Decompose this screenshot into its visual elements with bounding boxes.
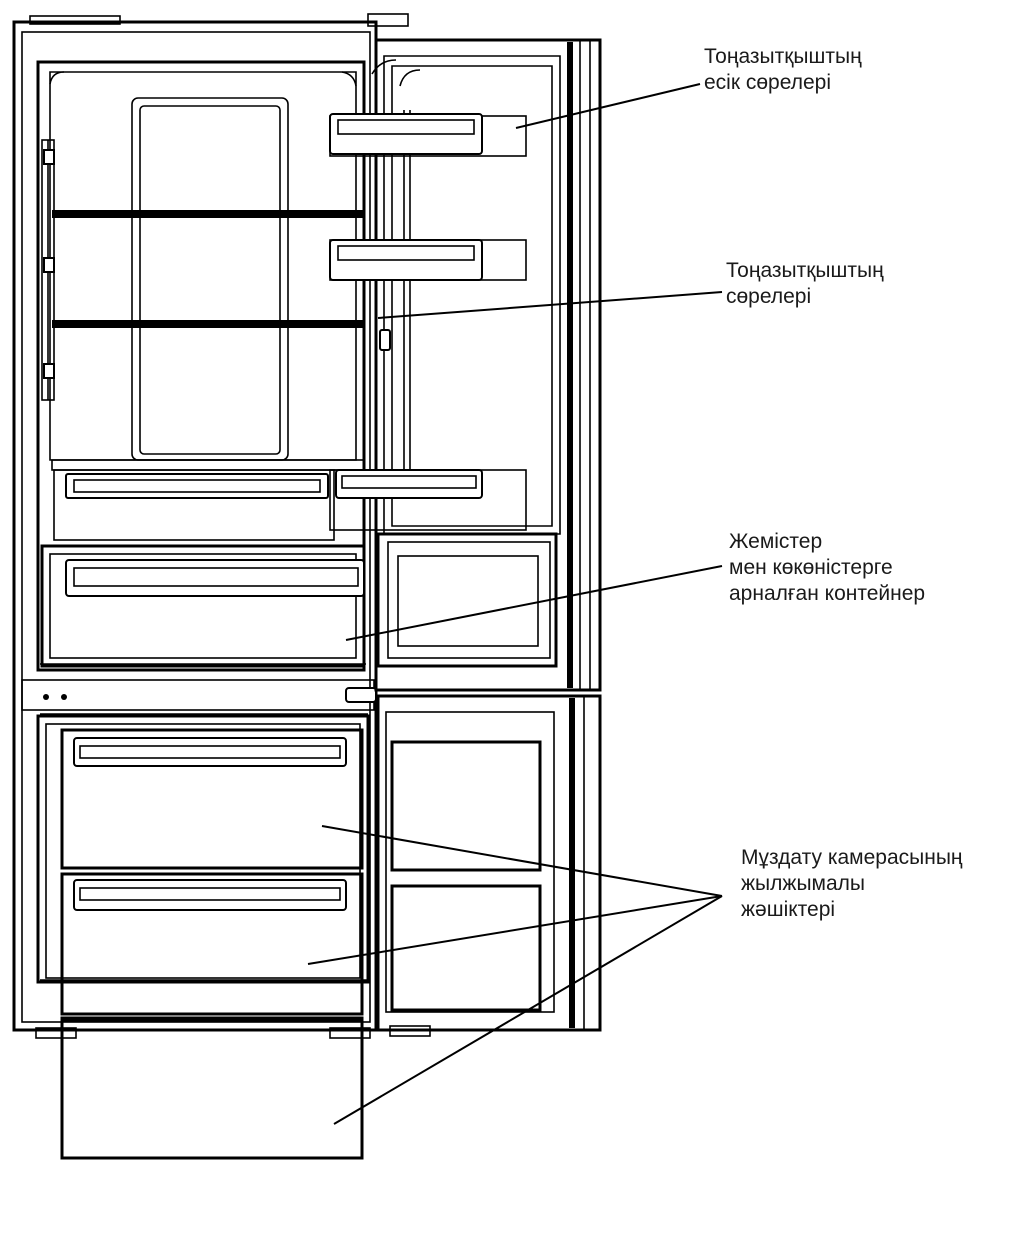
pointer-freezer-1 (321, 825, 723, 897)
label-crisper: Жемістер мен көкөністерге арналған конте… (729, 529, 925, 607)
label-fridge-shelves: Тоңазытқыштың сөрелері (726, 258, 884, 310)
pointer-fridge-shelves (377, 291, 723, 319)
label-freezer-line1: Мұздату камерасының (741, 846, 963, 869)
label-crisper-line2: мен көкөністерге (729, 556, 893, 579)
fridge-shelves (51, 210, 365, 471)
door-crisper-box (376, 532, 558, 668)
label-door-shelves: Тоңазытқыштың есік сөрелері (704, 44, 862, 96)
label-fridge-shelves-line1: Тоңазытқыштың (726, 259, 884, 282)
pointer-freezer-3 (333, 895, 723, 1125)
shelf (52, 210, 364, 218)
label-crisper-line3: арналған контейнер (729, 582, 926, 605)
label-freezer-line3: жәшіктері (741, 898, 836, 921)
freezer-drawers (60, 728, 364, 1016)
pointer-freezer-2 (307, 895, 723, 965)
freezer-door (376, 694, 602, 1032)
freezer-lower-drawers (60, 1016, 364, 1160)
fridge-compartment (36, 60, 366, 672)
label-fridge-shelves-line2: сөрелері (726, 285, 812, 308)
freezer-compartment (36, 713, 370, 984)
divider-strip (21, 679, 377, 711)
label-crisper-line1: Жемістер (729, 530, 823, 553)
label-door-shelves-line1: Тоңазытқыштың (704, 45, 862, 68)
label-freezer-drawers: Мұздату камерасының жылжымалы жәшіктері (741, 845, 963, 923)
freezer-drawer-3 (60, 1018, 364, 1160)
label-freezer-line2: жылжымалы (741, 872, 866, 895)
label-door-shelves-line2: есік сөрелері (704, 71, 831, 94)
shelf (52, 320, 364, 328)
pointer-door-shelves (515, 83, 701, 129)
pointer-lines (307, 83, 723, 1125)
door-shelves (329, 113, 527, 531)
fridge-door (371, 38, 602, 692)
crisper-drawers (40, 469, 366, 668)
pointer-crisper (345, 565, 723, 641)
